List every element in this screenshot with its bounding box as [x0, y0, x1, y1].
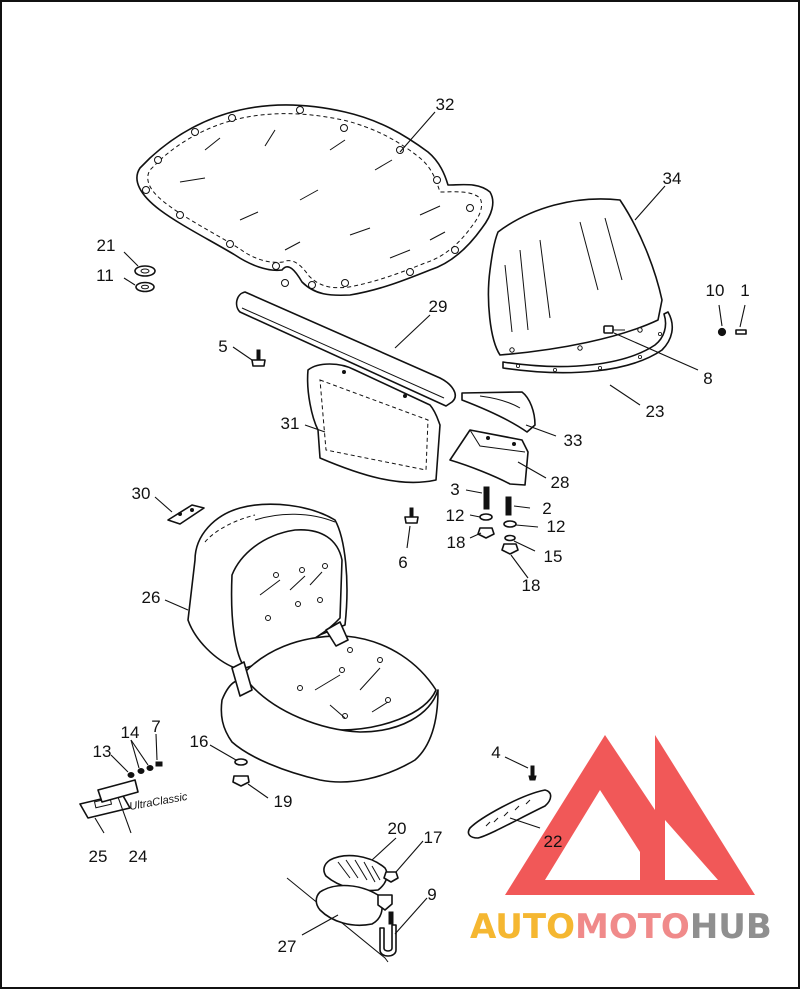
part-2-stud: [505, 496, 512, 516]
part-21-grommet: [134, 265, 156, 277]
part-11-washer: [135, 281, 155, 293]
callout-25: 25: [89, 847, 108, 866]
part-14-washer-b: [146, 765, 154, 771]
callout-18-right: 18: [522, 576, 541, 595]
part-22-footrest-pad: [467, 789, 552, 839]
part-17-nut: [383, 871, 399, 883]
part-12-washer-right: [503, 520, 517, 528]
callout-20: 20: [388, 819, 407, 838]
callout-22: 22: [544, 832, 563, 851]
watermark-text-auto: AUTO: [470, 907, 575, 947]
callout-23: 23: [646, 402, 665, 421]
part-15-lockwasher: [504, 534, 516, 542]
part-23-trim-strip: [502, 311, 674, 374]
callout-30: 30: [132, 484, 151, 503]
callout-18-left: 18: [447, 533, 466, 552]
part-12-washer-left: [479, 513, 493, 521]
callout-10: 10: [706, 281, 725, 300]
callout-19: 19: [274, 792, 293, 811]
part-16-washer: [234, 758, 248, 766]
callout-12-right: 12: [547, 517, 566, 536]
part-30-plate: [167, 504, 205, 525]
part-32-cover: [136, 104, 494, 297]
part-34-windshield: [487, 198, 663, 356]
part-13-washer: [127, 772, 135, 778]
callout-13: 13: [93, 742, 112, 761]
part-8-screw: [603, 325, 625, 334]
part-6-screw: [404, 507, 419, 524]
callout-9: 9: [427, 885, 436, 904]
part-26-seat: [187, 503, 439, 783]
callout-26: 26: [142, 588, 161, 607]
callout-5: 5: [218, 337, 227, 356]
callout-4: 4: [491, 743, 500, 762]
callout-12-left: 12: [446, 506, 465, 525]
callout-31: 31: [281, 414, 300, 433]
part-9-u-bolt: [379, 924, 397, 957]
part-24-emblem: [97, 779, 139, 803]
part-1-bolt: [735, 329, 747, 335]
part-18-nut-right: [501, 543, 519, 555]
watermark-triangle-inner: [568, 805, 632, 858]
callout-29: 29: [429, 297, 448, 316]
callout-16: 16: [190, 732, 209, 751]
callout-2: 2: [542, 499, 551, 518]
callout-15: 15: [544, 547, 563, 566]
part-19-nut: [232, 775, 250, 787]
part-7-screw: [155, 761, 163, 767]
callout-27: 27: [278, 937, 297, 956]
callout-1: 1: [740, 281, 749, 300]
callout-24: 24: [129, 847, 148, 866]
callout-28: 28: [551, 473, 570, 492]
callout-33: 33: [564, 431, 583, 450]
part-10-nut: [717, 327, 727, 337]
callout-32: 32: [436, 95, 455, 114]
part-28-mount-bracket: [449, 429, 529, 486]
watermark-text-hub: HUB: [690, 907, 772, 947]
part-31-pocket-panel: [306, 363, 441, 484]
callout-11: 11: [96, 266, 114, 285]
part-14-washer-a: [137, 768, 145, 774]
part-27-footboard-assembly: [286, 854, 399, 963]
part-5-screw: [251, 349, 266, 367]
watermark-triangle-mark: [505, 735, 755, 895]
callout-numbers: 1 2 3 4 5 6 7 8 9 10 11 12 12 13 14 15 1…: [89, 95, 750, 956]
watermark-text: AUTOMOTOHUB: [470, 907, 772, 947]
part-4-screw: [528, 765, 537, 781]
callout-21: 21: [97, 236, 116, 255]
leader-lines: [94, 111, 746, 936]
watermark-logo: [505, 735, 755, 895]
callout-34: 34: [663, 169, 682, 188]
callout-14: 14: [121, 723, 140, 742]
part-29-armrest-bar: [235, 291, 456, 407]
callout-6: 6: [398, 553, 407, 572]
callout-7: 7: [151, 717, 160, 736]
callout-3: 3: [450, 480, 459, 499]
part-33-bracket: [461, 391, 536, 433]
callout-8: 8: [703, 369, 712, 388]
part-18-nut-left: [477, 527, 495, 539]
part-3-stud: [483, 486, 490, 510]
watermark-text-moto: MOTO: [575, 907, 690, 947]
callout-17: 17: [424, 828, 443, 847]
